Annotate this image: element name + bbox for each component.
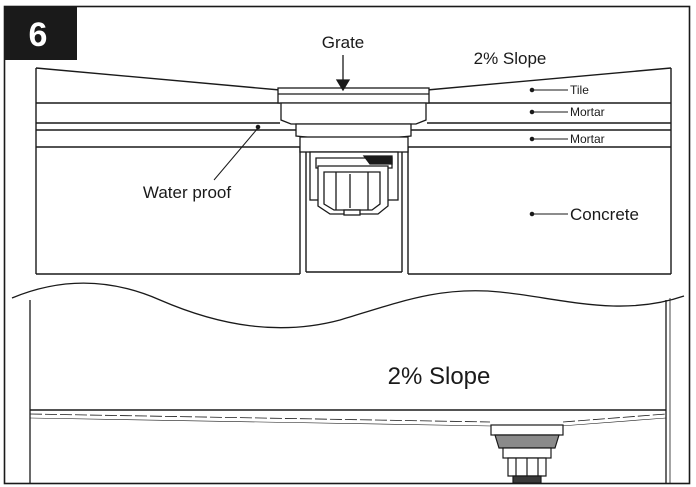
- grate-label: Grate: [322, 33, 365, 52]
- slope-label-top: 2% Slope: [474, 49, 547, 68]
- top-cross-section: [35, 67, 672, 275]
- tile-label: Tile: [570, 83, 589, 97]
- layer-leaders: [529, 87, 568, 217]
- break-line: [11, 282, 685, 329]
- mortar-lower-label: Mortar: [570, 132, 605, 146]
- grate: [277, 87, 430, 104]
- drain-assembly-top: [277, 87, 430, 216]
- drain-assembly-bottom: [490, 424, 564, 484]
- step-number: 6: [29, 16, 48, 54]
- grate-arrow: [335, 55, 351, 92]
- mortar-upper-label: Mortar: [570, 105, 605, 119]
- slope-label-bottom: 2% Slope: [388, 363, 491, 390]
- tile-surface-left: [35, 67, 281, 91]
- bottom-section: [29, 298, 671, 483]
- waterproof-leader: [213, 124, 261, 181]
- tile-surface-right: [426, 67, 672, 91]
- water-proof-label: Water proof: [143, 183, 231, 202]
- step-badge: [5, 7, 77, 60]
- concrete-label: Concrete: [570, 205, 639, 224]
- diagram-frame: [3, 5, 691, 485]
